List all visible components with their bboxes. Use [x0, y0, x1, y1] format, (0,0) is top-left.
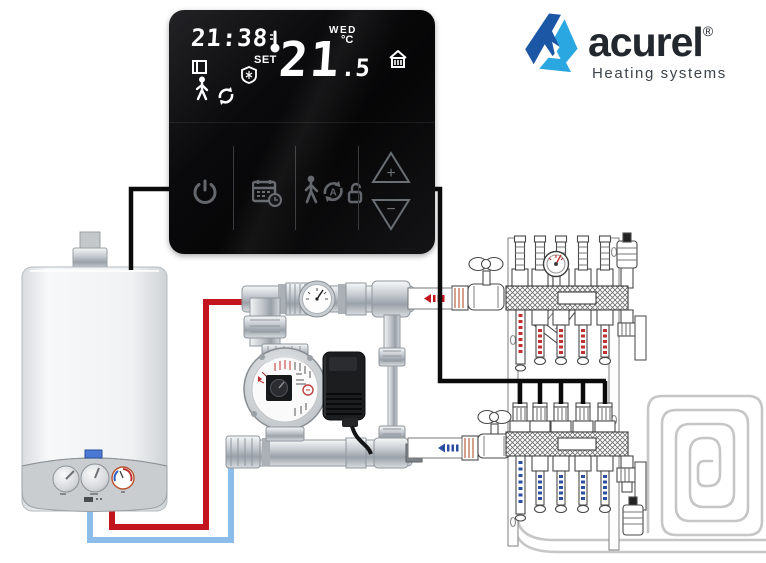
- pressure-gauge: [542, 250, 570, 288]
- open-window-icon: [192, 60, 207, 74]
- unit-label: °C: [341, 34, 354, 46]
- brand-name: acurel®: [588, 19, 713, 65]
- auto-mode-icon: A: [323, 181, 343, 202]
- wire-to-boiler: [128, 186, 170, 270]
- antifreeze-shield-icon: [241, 66, 257, 84]
- power-button[interactable]: [187, 174, 223, 210]
- button-divider: [295, 146, 296, 230]
- button-divider: [358, 146, 359, 230]
- svg-text:A: A: [330, 188, 337, 199]
- valve-handle: [477, 409, 512, 435]
- svg-text:−: −: [386, 201, 395, 218]
- thermostat-display: 21:38 WED SET 21 °C .5: [169, 10, 435, 123]
- heating-house-icon: [388, 50, 408, 69]
- wall-boiler: [21, 231, 168, 512]
- air-vent-bottom: [622, 496, 644, 536]
- temperature-value: 21: [277, 32, 343, 88]
- pump-actuator: [322, 351, 373, 455]
- valve-handle: [468, 256, 504, 286]
- lock-icon: [347, 182, 363, 204]
- bracket-rail-right: [608, 237, 620, 551]
- temperature-decimal: .5: [340, 54, 371, 82]
- supply-inlet-valve: [451, 256, 505, 311]
- supply-manifold: [451, 232, 647, 372]
- thermostat: 21:38 WED SET 21 °C .5: [169, 10, 435, 254]
- temp-up-button[interactable]: +: [369, 150, 413, 186]
- logo-triangle-icon: [522, 12, 582, 74]
- pump-mixing-unit: [225, 280, 425, 469]
- thermometer-icon: [268, 30, 282, 54]
- air-vent-top: [616, 232, 638, 289]
- return-pipe-blue: [87, 452, 234, 543]
- return-sight-tubes: [514, 455, 614, 522]
- temp-down-button[interactable]: −: [369, 196, 413, 232]
- valve-actuators: [509, 402, 616, 433]
- schedule-button[interactable]: [249, 176, 285, 210]
- boiler-gauge: [111, 466, 135, 490]
- walking-person-icon: [194, 76, 210, 102]
- manifold-assembly: [451, 232, 647, 551]
- thermostat-wires: [128, 186, 608, 404]
- supply-sight-tubes: [514, 309, 614, 372]
- registered-mark: ®: [702, 23, 713, 39]
- boiler-display: [84, 449, 103, 459]
- brand-tagline: Heating systems: [592, 65, 727, 82]
- wire-to-actuators: [433, 186, 608, 404]
- mode-button[interactable]: A: [303, 172, 365, 212]
- auto-cycle-icon: [216, 86, 236, 106]
- brand-logo: acurel® Heating systems: [518, 6, 764, 84]
- pump-label: [251, 354, 319, 423]
- flow-arrow-blue: [438, 443, 459, 453]
- time-display: 21:38: [190, 24, 270, 52]
- pump-top-gauge: [298, 280, 336, 318]
- return-inlet-valve: [461, 409, 512, 461]
- button-divider: [233, 146, 234, 230]
- thermostat-buttons: A + −: [169, 128, 435, 254]
- set-label: SET: [254, 54, 277, 66]
- return-manifold: [461, 402, 647, 536]
- coil-spiral: [646, 394, 764, 537]
- svg-text:+: +: [386, 165, 395, 182]
- day-display: WED: [329, 25, 357, 36]
- connector-pipes: [407, 287, 463, 459]
- supply-pipe-red: [109, 299, 252, 530]
- person-icon: [304, 175, 319, 204]
